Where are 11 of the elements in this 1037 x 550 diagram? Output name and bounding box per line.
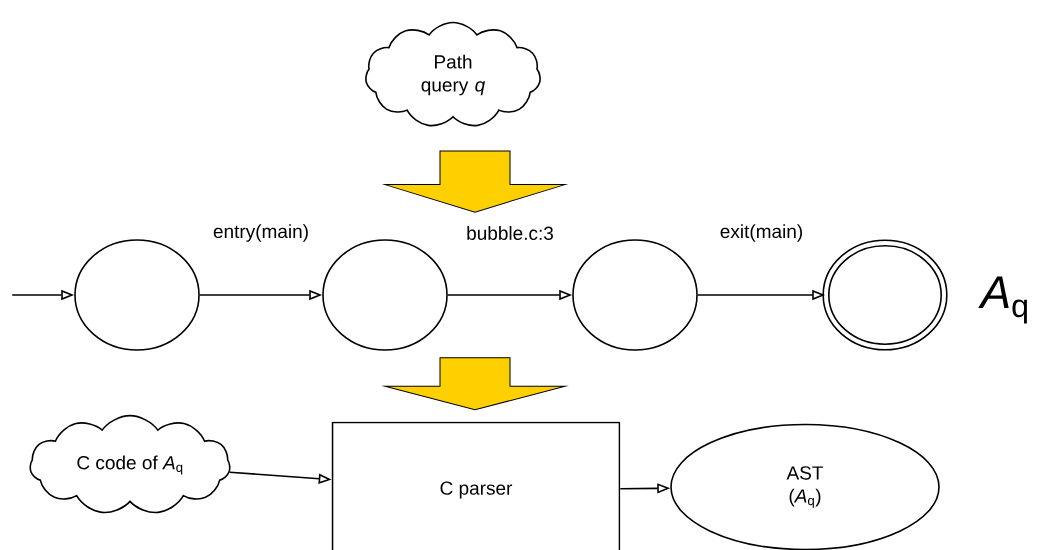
automaton-name: A$_{q}$ bbox=[978, 276, 1027, 324]
edge-label: exit(main) bbox=[720, 224, 802, 242]
block-arrow bbox=[384, 150, 566, 213]
state-circle bbox=[572, 239, 698, 351]
edge-label: entry(main) bbox=[213, 224, 308, 242]
state-circle bbox=[322, 239, 448, 351]
state-circle bbox=[74, 239, 200, 351]
edge-label: bubble.c:3 bbox=[467, 226, 553, 240]
parser-box: C parser bbox=[331, 421, 621, 550]
block-arrow bbox=[384, 357, 566, 411]
accepting-state-circle bbox=[822, 239, 948, 351]
